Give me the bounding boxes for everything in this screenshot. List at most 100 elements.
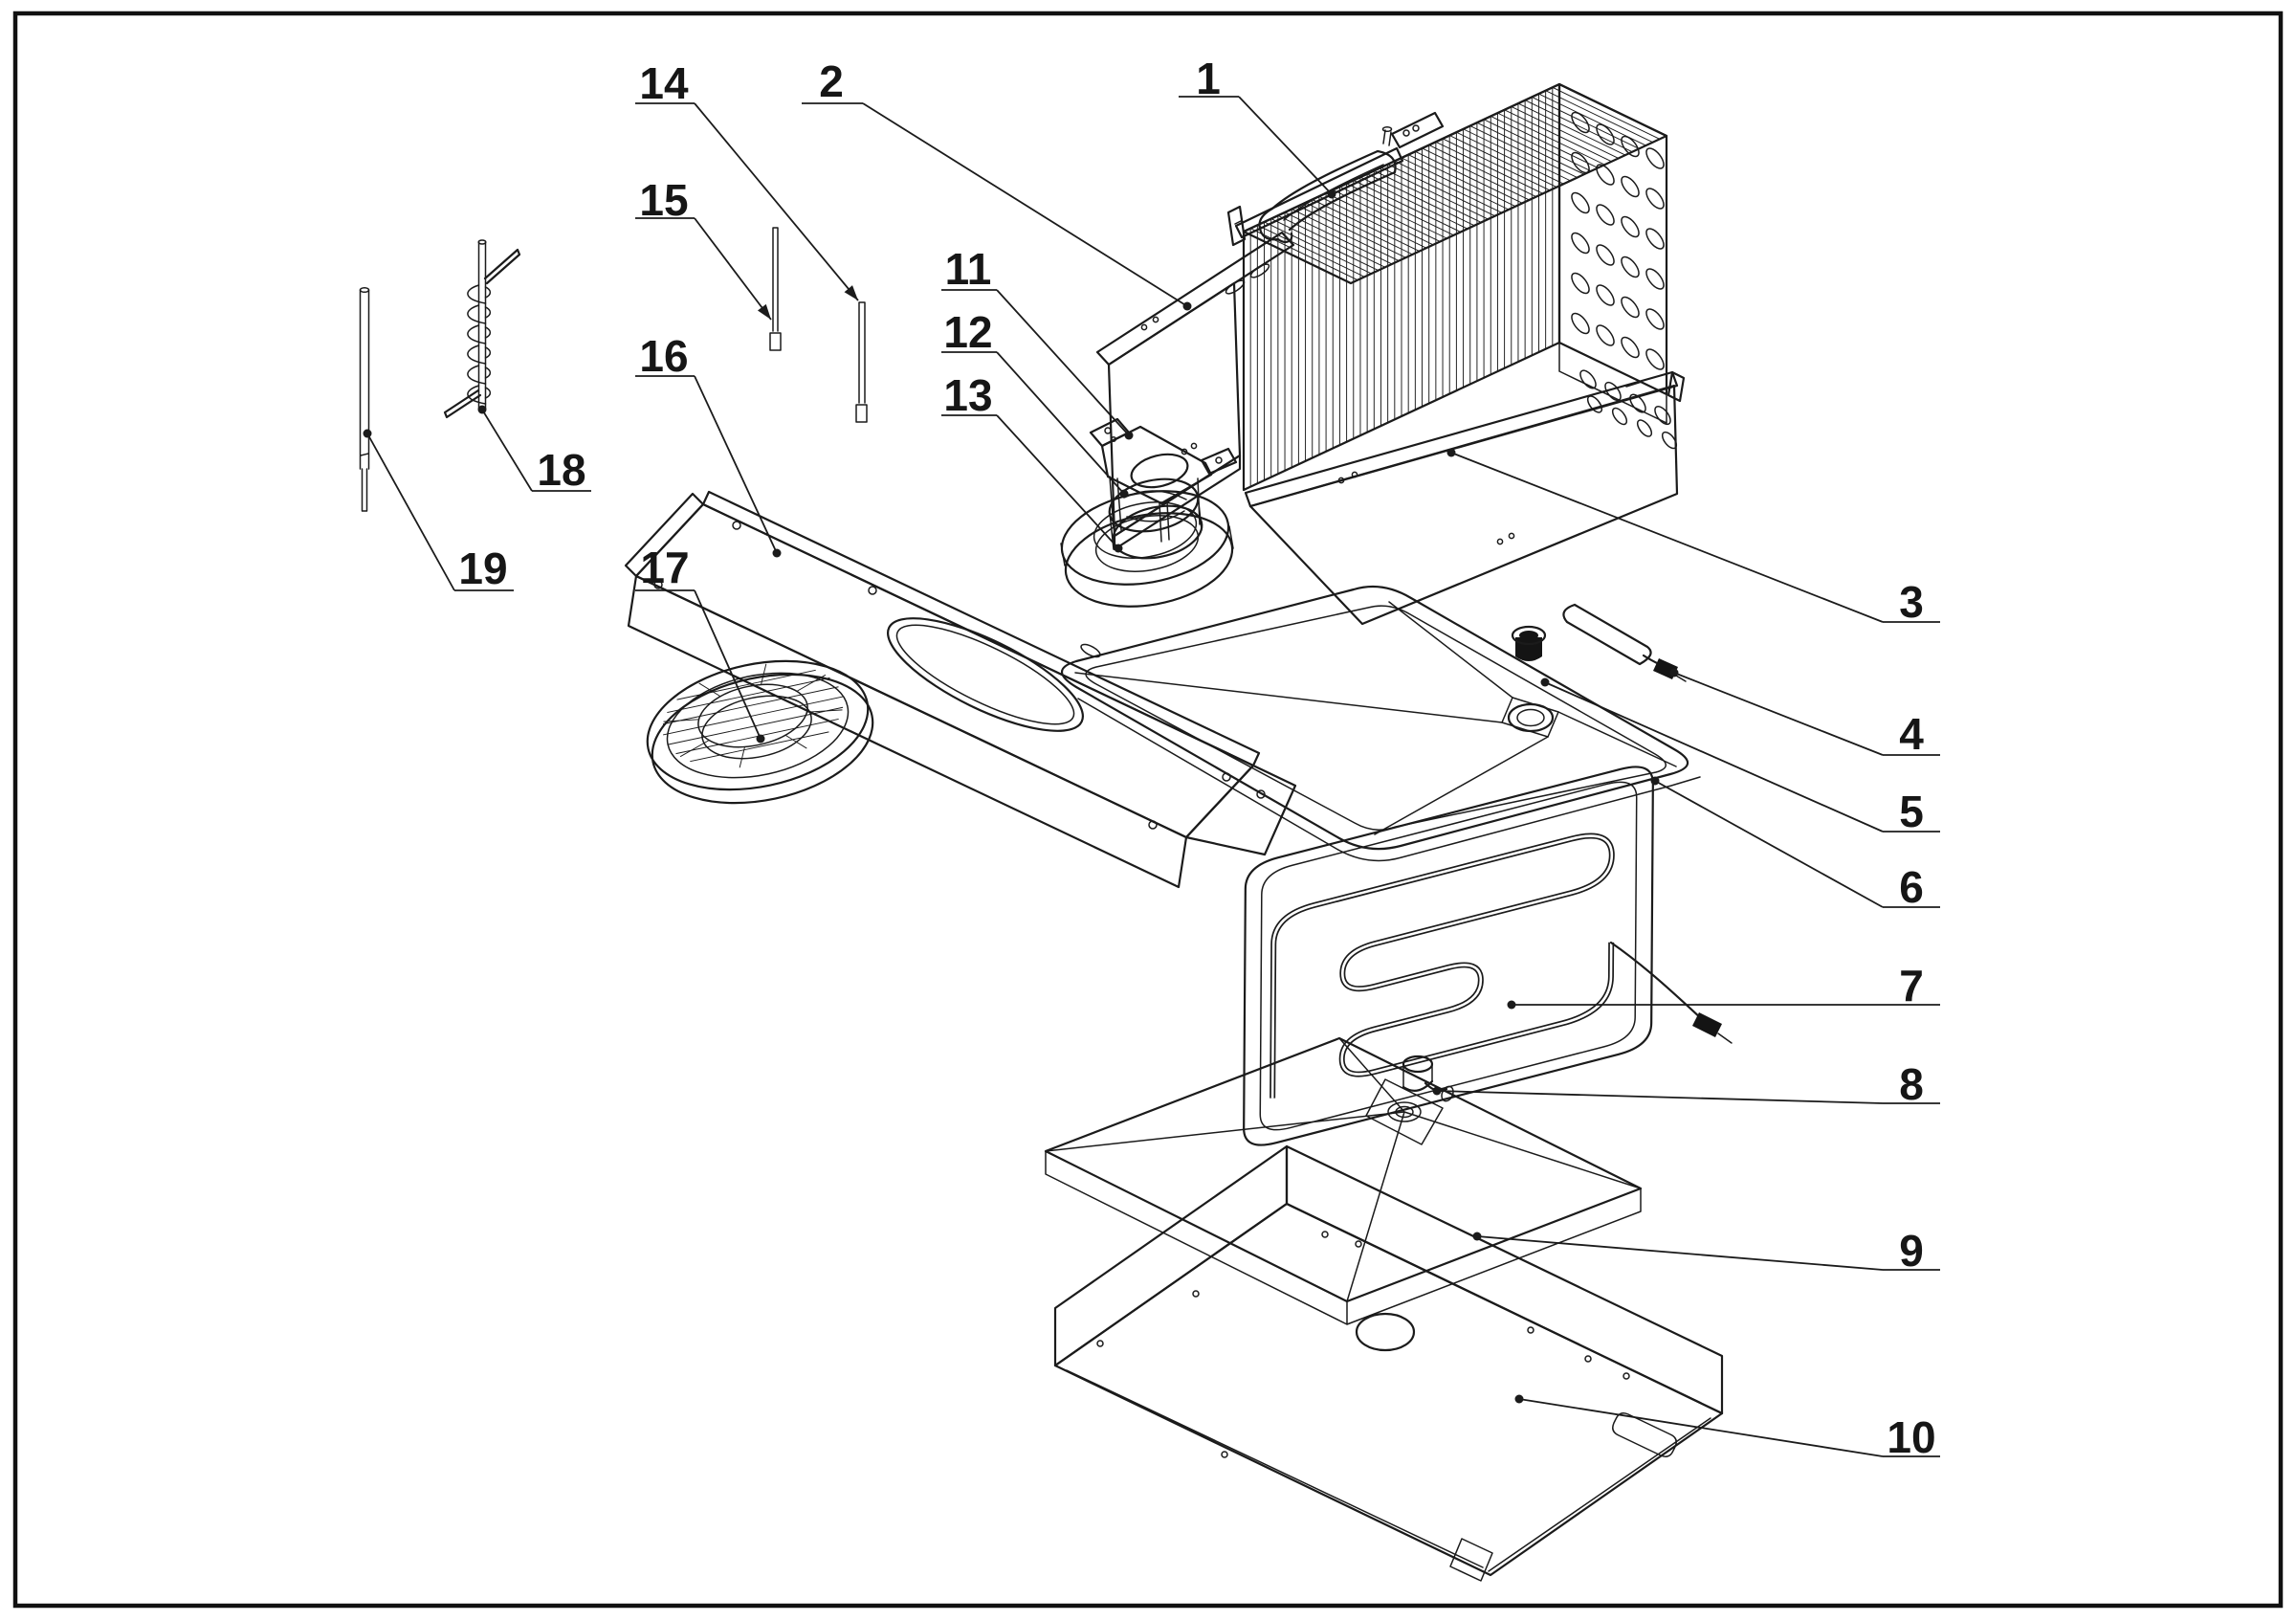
rod-body xyxy=(359,289,370,470)
callout-number-19: 19 xyxy=(458,544,507,593)
pad-hole xyxy=(1215,456,1223,464)
callout-number-13: 13 xyxy=(943,370,992,420)
pan-rim-thickness xyxy=(1077,698,1701,862)
evaporator-rail-left-tab xyxy=(1226,205,1247,247)
callout-leader xyxy=(1436,1090,1884,1104)
evaporator-rail xyxy=(1234,146,1404,239)
rail-hole xyxy=(1412,124,1420,132)
shroud-opening xyxy=(1093,501,1198,559)
tray-back-wall-right xyxy=(1285,1144,1724,1415)
duct-hole xyxy=(732,521,741,530)
plate-outline xyxy=(1244,761,1653,1151)
bracket-left-rail xyxy=(1095,231,1295,366)
callout-dot xyxy=(477,405,487,414)
rod-top xyxy=(359,286,370,294)
callout-number-1: 1 xyxy=(1196,54,1221,103)
fitting-body xyxy=(1402,1063,1433,1088)
pad-hole xyxy=(1104,427,1112,434)
callout-leader xyxy=(694,217,772,321)
callout-1: 1 xyxy=(1179,54,1336,199)
rail-hole xyxy=(1402,129,1410,137)
evaporator-fins xyxy=(1243,83,1667,490)
callout-3: 3 xyxy=(1446,448,1940,627)
fan-motor-bottom xyxy=(1112,504,1203,560)
pan-slot xyxy=(1080,643,1101,658)
callout-number-8: 8 xyxy=(1899,1059,1924,1109)
fan-motor-top xyxy=(1108,477,1200,533)
cover-creases xyxy=(1045,1037,1642,1302)
callout-number-12: 12 xyxy=(943,307,992,357)
duct-left-fold xyxy=(624,492,705,578)
capillary-tail-top xyxy=(483,248,521,285)
callout-leader xyxy=(862,102,1188,307)
cover-top xyxy=(1044,1036,1643,1303)
heater-rod-19 xyxy=(359,286,370,512)
cover-drain-hole xyxy=(1395,1105,1414,1119)
callout-arrow xyxy=(844,285,858,300)
callout-17: 17 xyxy=(635,543,765,744)
callout-dot xyxy=(1540,677,1550,687)
callout-dot xyxy=(1114,544,1123,553)
tray-screw-holes xyxy=(1096,1231,1630,1458)
callout-dot xyxy=(1650,776,1660,786)
callout-13: 13 xyxy=(941,370,1123,553)
callout-16: 16 xyxy=(635,331,782,558)
callout-arrow xyxy=(757,303,771,320)
evaporator-tube-seam xyxy=(1283,129,1392,221)
callout-leader xyxy=(694,589,762,740)
callout-12: 12 xyxy=(941,307,1129,499)
grille-bars xyxy=(662,663,844,768)
callout-leader xyxy=(996,289,1130,436)
duct-hole xyxy=(653,580,663,589)
air-duct xyxy=(624,490,1297,889)
bracket-right-panel xyxy=(1248,384,1679,626)
callout-number-4: 4 xyxy=(1899,709,1924,759)
rail-tab-slot xyxy=(1234,220,1242,225)
bracket-hole xyxy=(1508,532,1515,540)
callout-leader xyxy=(1476,1235,1884,1271)
tray-hole xyxy=(1355,1312,1416,1352)
plug-rim xyxy=(1511,625,1547,646)
drain-pan xyxy=(1060,585,1701,862)
tray-back-wall-left xyxy=(1053,1144,1289,1367)
callout-leader xyxy=(996,414,1119,549)
evaporator-coil xyxy=(1226,82,1678,492)
fan-bracket-legs xyxy=(1109,476,1201,543)
fan-bracket-pad-right xyxy=(1200,447,1238,476)
callout-leader xyxy=(1544,681,1884,833)
rod-tip xyxy=(361,468,368,512)
tray-front-lips xyxy=(1066,1369,1711,1572)
callout-18: 18 xyxy=(477,405,591,495)
sensor-rod-15 xyxy=(769,227,782,351)
callout-dot xyxy=(1124,431,1134,440)
fan-grille xyxy=(646,659,874,805)
capillary-top xyxy=(477,239,487,245)
tray-notch xyxy=(1449,1538,1493,1582)
sensor-loop xyxy=(1562,603,1652,666)
callout-dot xyxy=(1507,1000,1516,1010)
callout-5: 5 xyxy=(1540,677,1940,836)
fan-blades xyxy=(1123,490,1187,522)
defrost-heater-plate xyxy=(1244,761,1732,1151)
callout-dot xyxy=(1182,301,1192,311)
callout-dot xyxy=(1472,1232,1482,1241)
grille-outer-rim xyxy=(646,659,870,791)
callout-10: 10 xyxy=(1514,1394,1940,1462)
heater-wire-tail xyxy=(1717,1033,1733,1044)
fan-shroud-ring xyxy=(1060,490,1234,608)
callout-number-3: 3 xyxy=(1899,577,1924,627)
callout-dot xyxy=(1432,1086,1442,1096)
callout-number-9: 9 xyxy=(1899,1226,1924,1276)
shroud-opening-depth xyxy=(1094,515,1200,572)
bracket-right-rail xyxy=(1244,370,1679,508)
rod-tip xyxy=(855,404,868,423)
cover-pan xyxy=(1044,1036,1643,1325)
tube-stub xyxy=(1381,125,1393,133)
callout-number-16: 16 xyxy=(639,331,688,381)
callout-leader xyxy=(366,433,455,591)
callout-2: 2 xyxy=(802,56,1192,311)
callout-15: 15 xyxy=(635,175,772,321)
